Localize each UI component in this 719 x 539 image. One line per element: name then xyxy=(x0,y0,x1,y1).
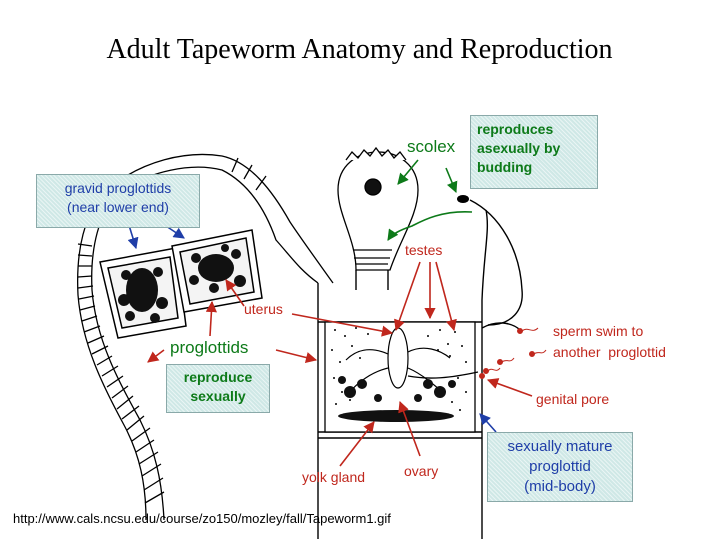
budding-box: reproduces asexually by budding xyxy=(470,115,598,189)
arrow-uterus-1 xyxy=(225,279,245,307)
arrow-ovary xyxy=(398,400,421,457)
diagram-title: Adult Tapeworm Anatomy and Reproduction xyxy=(106,34,613,65)
arrow-budding xyxy=(445,167,458,194)
proglottids-label: proglottids xyxy=(170,338,249,357)
sexual-box-line1: reproduce xyxy=(183,369,253,385)
mature-proglottid-stipple xyxy=(331,327,467,411)
ovary-lobes xyxy=(338,376,456,402)
sexual-box-line2: sexually xyxy=(190,388,246,404)
arrow-proglottids-3 xyxy=(275,349,318,363)
budding-box-line3: budding xyxy=(477,159,533,175)
gravid-box-line1: gravid proglottids xyxy=(64,180,172,196)
budding-box-line1: reproduces xyxy=(477,121,554,137)
sperm-label-line1: sperm swim to xyxy=(553,323,644,339)
genital-pore-label: genital pore xyxy=(536,391,610,407)
mature-box-line3: (mid-body) xyxy=(524,478,596,495)
sperm-label-line2: another proglottid xyxy=(553,344,666,360)
sexually-mature-box: sexually mature proglottid (mid-body) xyxy=(487,432,633,502)
arrow-uterus-2 xyxy=(291,313,394,337)
uterus xyxy=(345,327,451,395)
budding-box-line2: asexually by xyxy=(477,140,561,156)
mature-box-line1: sexually mature xyxy=(507,438,613,455)
arrow-budding-2 xyxy=(387,211,473,241)
mature-box-line2: proglottid xyxy=(529,458,591,475)
sperm xyxy=(479,327,547,379)
gravid-uterus-branches xyxy=(118,244,246,323)
ovary-label: ovary xyxy=(404,463,439,479)
arrow-gravid-2 xyxy=(165,225,185,239)
arrow-yolk-gland xyxy=(339,421,375,467)
arrow-proglottids-2 xyxy=(147,349,165,363)
arrow-mature xyxy=(479,413,497,433)
scolex-label: scolex xyxy=(407,137,456,156)
yolk-gland-label: yolk gland xyxy=(302,469,366,485)
arrow-scolex xyxy=(397,159,419,185)
arrow-genital-pore xyxy=(486,378,533,397)
arrow-testes-3 xyxy=(435,261,457,332)
budding-strand xyxy=(469,199,523,326)
yolk-gland-shape xyxy=(338,410,454,422)
gravid-box-line2: (near lower end) xyxy=(67,199,169,215)
uterus-label: uterus xyxy=(244,301,283,317)
gravid-proglottids-box: gravid proglottids (near lower end) xyxy=(36,174,200,228)
vagina-duct xyxy=(407,371,479,379)
testes-label: testes xyxy=(405,242,443,258)
arrow-proglottids-1 xyxy=(205,300,217,337)
arrow-testes-1 xyxy=(394,261,421,332)
reproduce-sexually-box: reproduce sexually xyxy=(166,364,270,413)
bud xyxy=(457,195,469,203)
source-url: http://www.cals.ncsu.edu/course/zo150/mo… xyxy=(13,511,391,526)
